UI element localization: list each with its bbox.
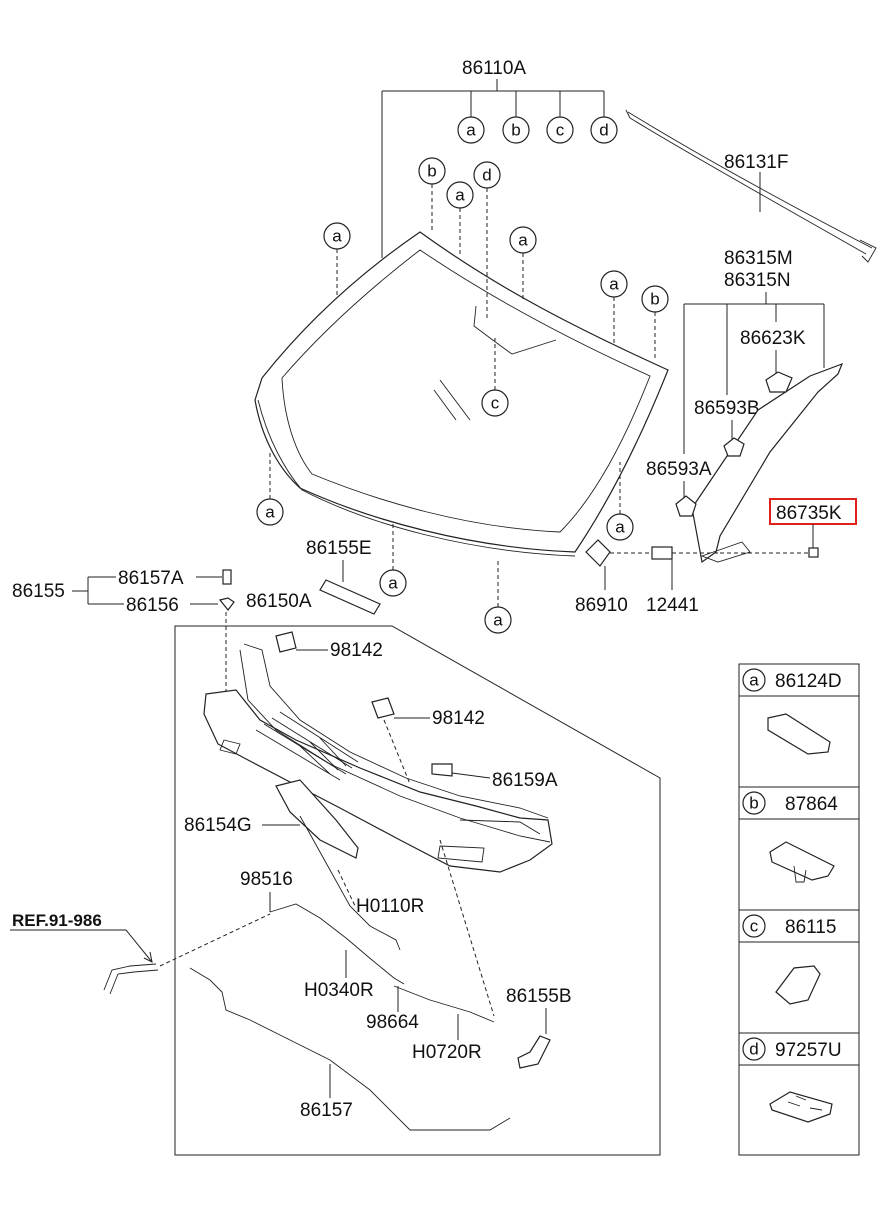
svg-text:a: a: [749, 671, 759, 690]
marker-a: a: [446, 181, 474, 209]
marker-a: a: [323, 222, 351, 250]
callout-86315M[interactable]: 86315M: [724, 248, 793, 269]
legend-row-a: a 86124D: [742, 668, 842, 755]
svg-text:a: a: [388, 574, 398, 593]
callout-86131F[interactable]: 86131F: [724, 152, 788, 173]
svg-text:c: c: [750, 917, 759, 936]
svg-text:b: b: [749, 794, 758, 813]
marker-a: a: [457, 116, 485, 144]
marker-a: a: [484, 606, 512, 634]
svg-text:c: c: [556, 121, 565, 140]
windshield-markers: a b a d a a b c a a a a: [256, 157, 669, 634]
clip-86593A: [675, 495, 697, 517]
windshield-glass: [254, 231, 669, 557]
legend-part-86115[interactable]: 86115: [785, 917, 836, 938]
fastener-86910: [585, 539, 611, 567]
legend-row-c: c 86115: [742, 914, 836, 1005]
legend-row-d: d 97257U: [742, 1037, 842, 1123]
callout-H0340R[interactable]: H0340R: [304, 980, 374, 1001]
callout-86150A[interactable]: 86150A: [246, 591, 312, 612]
svg-text:a: a: [518, 231, 528, 250]
marker-c: c: [546, 116, 574, 144]
svg-text:d: d: [749, 1040, 758, 1059]
cowl-panel-box: 86150A 98142 98142 86159A 86154G: [174, 591, 661, 1156]
callout-86155B[interactable]: 86155B: [506, 986, 572, 1007]
reference-91-986: REF.91-986: [10, 911, 271, 995]
callout-H0720R[interactable]: H0720R: [412, 1042, 482, 1063]
legend-part-87864[interactable]: 87864: [785, 794, 838, 815]
part-86124D-image: [767, 713, 831, 755]
marker-a: a: [256, 498, 284, 526]
part-87864-image: [769, 841, 835, 881]
marker-a: a: [606, 513, 634, 541]
callout-86156[interactable]: 86156: [126, 595, 179, 616]
marker-c: c: [481, 389, 509, 417]
callout-98142-mid[interactable]: 98142: [432, 708, 485, 729]
callout-86157A[interactable]: 86157A: [118, 568, 184, 589]
callout-86155[interactable]: 86155: [12, 581, 65, 602]
callout-98664[interactable]: 98664: [366, 1012, 419, 1033]
windshield-callout-group: 86110A a b c d: [381, 58, 618, 258]
svg-text:d: d: [482, 166, 491, 185]
callout-86623K[interactable]: 86623K: [740, 328, 806, 349]
callout-86155E[interactable]: 86155E: [306, 538, 372, 559]
clip-98142-mid: [371, 697, 395, 719]
svg-text:d: d: [599, 121, 608, 140]
svg-text:b: b: [427, 162, 436, 181]
marker-a: a: [379, 569, 407, 597]
marker-b: b: [502, 116, 530, 144]
svg-text:c: c: [491, 394, 500, 413]
pillar-garnish-group: 86315M 86315N 86623K 86593B 86593A 86735…: [575, 248, 857, 616]
clip-86623K: [765, 371, 793, 393]
svg-text:a: a: [466, 121, 476, 140]
callout-86315N[interactable]: 86315N: [724, 270, 791, 291]
svg-text:b: b: [511, 121, 520, 140]
molding-strip-86131F: 86131F: [625, 109, 877, 263]
svg-text:b: b: [650, 290, 659, 309]
bracket-86154G: [275, 779, 359, 859]
clip-98142-top: [275, 631, 297, 653]
svg-text:a: a: [493, 611, 503, 630]
svg-text:a: a: [332, 227, 342, 246]
callout-86593A[interactable]: 86593A: [646, 459, 712, 480]
legend-part-97257U[interactable]: 97257U: [775, 1040, 842, 1061]
marker-d: d: [590, 116, 618, 144]
svg-text:a: a: [609, 275, 619, 294]
part-86115-image: [775, 965, 821, 1005]
callout-86159A[interactable]: 86159A: [492, 770, 558, 791]
callout-86157[interactable]: 86157: [300, 1100, 353, 1121]
marker-a: a: [600, 270, 628, 298]
callout-86110A[interactable]: 86110A: [462, 58, 526, 79]
bolt-12441: [651, 546, 673, 560]
callout-86735K[interactable]: 86735K: [776, 503, 842, 524]
legend-part-86124D[interactable]: 86124D: [775, 671, 842, 692]
callout-86593B[interactable]: 86593B: [694, 398, 760, 419]
marker-b: b: [641, 285, 669, 313]
reference-label[interactable]: REF.91-986: [12, 911, 102, 930]
seal-86155E: 86155E: [306, 538, 381, 615]
callout-98142-top[interactable]: 98142: [330, 640, 383, 661]
marker-a: a: [509, 226, 537, 254]
marker-d: d: [473, 161, 501, 189]
part-97257U-image: [769, 1091, 833, 1123]
svg-text:a: a: [265, 503, 275, 522]
legend-row-b: b 87864: [742, 791, 838, 883]
seal-86155B: [517, 1035, 551, 1069]
legend-table: a 86124D b 87864 c 86115 d 97257U: [738, 663, 860, 1156]
pad-86159A: [431, 763, 453, 777]
callout-86154G[interactable]: 86154G: [184, 815, 252, 836]
callout-86910[interactable]: 86910: [575, 595, 628, 616]
callout-H0110R[interactable]: H0110R: [356, 896, 424, 917]
marker-b: b: [418, 157, 446, 185]
svg-text:a: a: [615, 518, 625, 537]
svg-text:a: a: [455, 186, 465, 205]
clip-86593B: [723, 437, 745, 457]
callout-98516[interactable]: 98516: [240, 869, 293, 890]
fastener-group-86155: 86155 86157A 86156: [12, 568, 235, 718]
callout-12441[interactable]: 12441: [646, 595, 699, 616]
